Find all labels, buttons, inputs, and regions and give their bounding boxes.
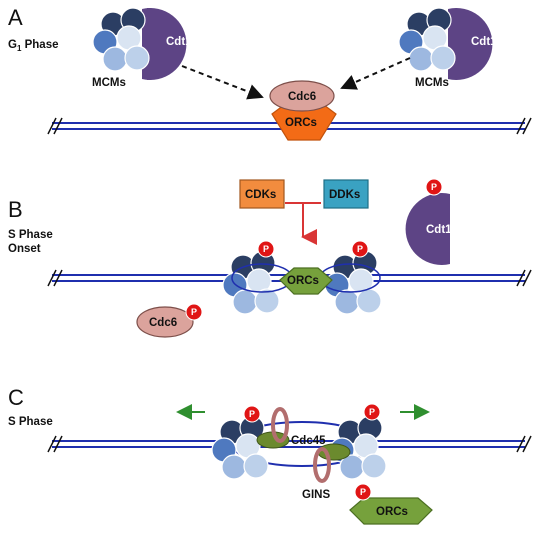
- panel-b-phase-line1: S Phase: [8, 229, 53, 241]
- cdc6-ellipse-a: [269, 80, 335, 112]
- cdc6-ellipse-b: [136, 306, 194, 338]
- phospho-label-cdc6: P: [191, 307, 197, 317]
- cdks-label: CDKs: [245, 189, 276, 201]
- cdc45-label: Cdc45: [291, 435, 326, 447]
- phospho-label-mcm-c-left: P: [249, 409, 255, 419]
- kinase-activation-arrow: [285, 202, 321, 245]
- panel-c-phase-line1: S Phase: [8, 416, 53, 428]
- gins-ring-left: [271, 407, 289, 443]
- panel-b-phase-line2: Onset: [8, 243, 41, 255]
- orcs-label-c: ORCs: [376, 506, 408, 518]
- mcms-label-left: MCMs: [92, 77, 126, 89]
- gins-label: GINS: [302, 489, 330, 501]
- dna-strand-c: [47, 435, 532, 453]
- mcm-cdt1-complex-left: Cdt1 MCMs: [92, 7, 192, 89]
- cdks-box: [239, 179, 285, 209]
- recruit-arrow-left: [181, 65, 264, 100]
- mcm-hexamer-b-right: [324, 250, 382, 315]
- cdc6-label-b: Cdc6: [149, 317, 177, 329]
- panel-a-phase-rest: Phase: [21, 39, 58, 51]
- cdt1-halfmoon-b: [405, 192, 450, 265]
- cdt1-label-right: Cdt1: [471, 36, 497, 48]
- mcm-hexamer-b-left: [222, 250, 280, 315]
- ddks-label: DDKs: [329, 189, 360, 201]
- gins-ring-right: [313, 447, 331, 483]
- orcs-label-a: ORCs: [285, 117, 317, 129]
- mcm-hexamer-c-left: [211, 415, 269, 480]
- cdc6-label-a: Cdc6: [288, 91, 316, 103]
- phospho-label-mcm-b-right: P: [357, 244, 363, 254]
- orcs-label-b: ORCs: [287, 275, 319, 287]
- phospho-label-mcm-c-right: P: [369, 407, 375, 417]
- phospho-label-cdt1: P: [431, 182, 437, 192]
- phospho-label-mcm-b-left: P: [263, 244, 269, 254]
- panel-c-letter: C: [8, 385, 24, 410]
- ddks-box: [323, 179, 369, 209]
- panel-a-phase: G1 Phase: [8, 39, 58, 53]
- panel-a-phase-sub: 1: [17, 44, 22, 53]
- mcm-cdt1-complex-right: Cdt1 MCMs: [398, 7, 497, 89]
- mcms-label-right: MCMs: [415, 77, 449, 89]
- cdt1-halfmoon-left: [142, 8, 187, 81]
- orcs-hexagon-b: [279, 267, 333, 295]
- phospho-label-orcs-c: P: [360, 487, 366, 497]
- panel-a-letter: A: [8, 5, 23, 30]
- cdt1-label-left: Cdt1: [166, 36, 192, 48]
- panel-a-phase-main: G: [8, 39, 17, 51]
- cdt1-halfmoon-right: [448, 8, 493, 81]
- recruit-arrow-right: [340, 57, 411, 90]
- panel-b-letter: B: [8, 197, 23, 222]
- cdt1-label-b: Cdt1: [426, 224, 452, 236]
